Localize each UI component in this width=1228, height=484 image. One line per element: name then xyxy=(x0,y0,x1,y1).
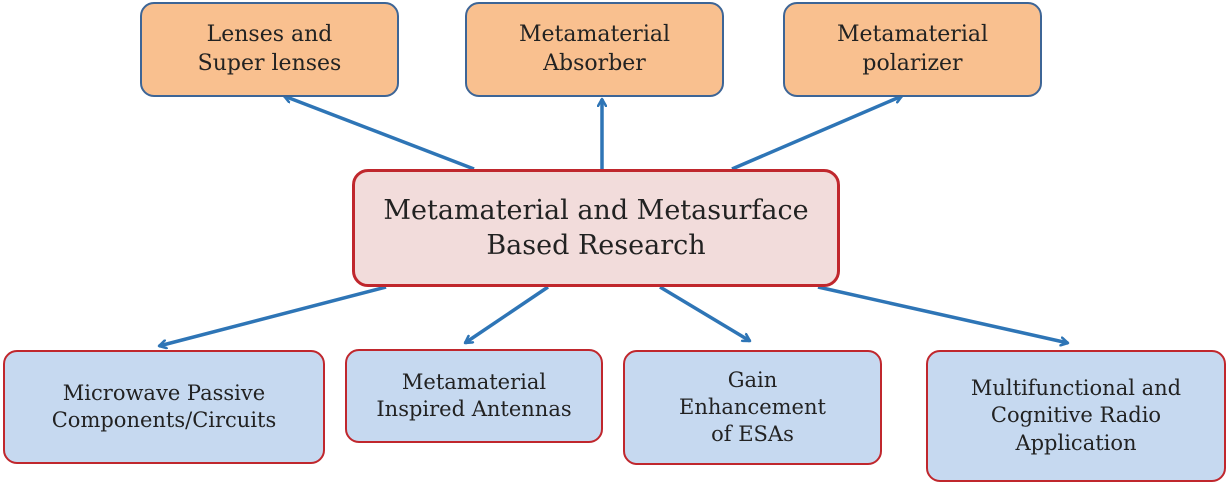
arrow-to-lenses xyxy=(284,96,475,171)
node-gain-line3: of ESAs xyxy=(711,422,794,447)
node-central-research: Metamaterial and Metasurface Based Resea… xyxy=(352,169,840,287)
node-polarizer-line2: polarizer xyxy=(862,50,963,76)
center-line1: Metamaterial and Metasurface xyxy=(383,194,809,226)
arrow-to-cognitive xyxy=(817,285,1068,343)
arrow-to-gain xyxy=(659,285,750,343)
center-line2: Based Research xyxy=(486,230,706,261)
node-polarizer: Metamaterial polarizer xyxy=(783,2,1042,97)
node-antennas-line2: Inspired Antennas xyxy=(376,397,572,421)
node-lenses-line1: Lenses and xyxy=(206,21,333,47)
node-gain-line1: Gain xyxy=(727,367,778,392)
node-microwave-passive: Microwave Passive Components/Circuits xyxy=(3,350,325,464)
node-cognitive-radio: Multifunctional and Cognitive Radio Appl… xyxy=(926,350,1226,482)
node-inspired-antennas: Metamaterial Inspired Antennas xyxy=(345,349,603,443)
node-absorber-line2: Absorber xyxy=(543,50,646,76)
node-cognitive-line3: Application xyxy=(1015,430,1137,455)
node-absorber-line1: Metamaterial xyxy=(518,21,671,47)
node-antennas-line1: Metamaterial xyxy=(401,369,547,394)
node-gain-line2: Enhancement xyxy=(679,394,826,419)
node-lenses: Lenses and Super lenses xyxy=(140,2,399,97)
arrow-to-antennas xyxy=(465,285,549,345)
node-microwave-line2: Components/Circuits xyxy=(51,408,277,432)
arrow-to-polarizer xyxy=(731,96,902,171)
node-absorber: Metamaterial Absorber xyxy=(465,2,724,97)
node-cognitive-line1: Multifunctional and xyxy=(970,376,1182,401)
node-cognitive-line2: Cognitive Radio xyxy=(990,403,1162,428)
arrow-to-microwave xyxy=(159,285,387,346)
node-microwave-line1: Microwave Passive xyxy=(62,380,266,405)
node-lenses-line2: Super lenses xyxy=(197,50,342,76)
node-polarizer-line1: Metamaterial xyxy=(836,21,989,47)
node-gain-enhancement: Gain Enhancement of ESAs xyxy=(623,350,882,465)
